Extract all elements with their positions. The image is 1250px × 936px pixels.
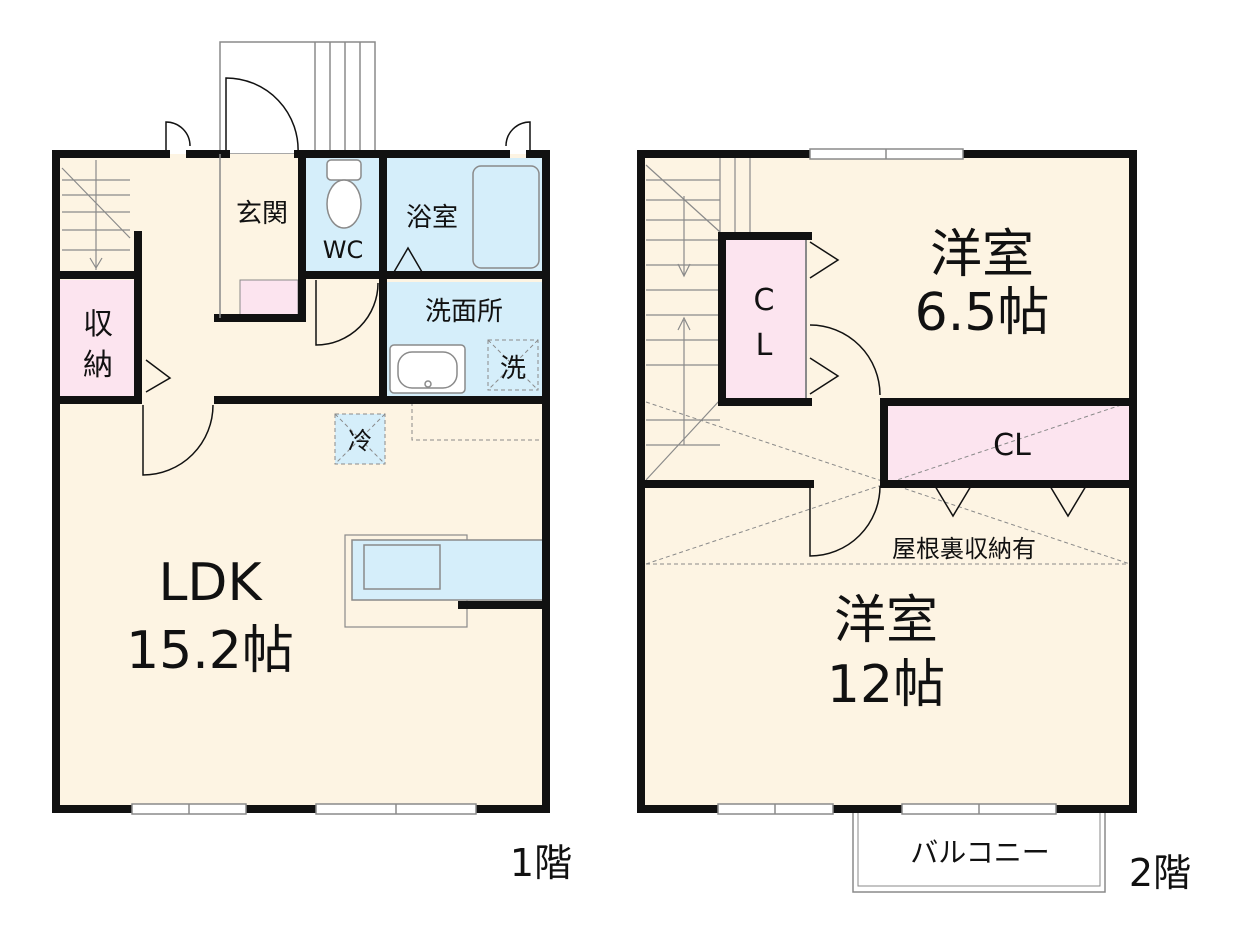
label-fridge: 冷: [348, 427, 372, 455]
floor-1: 玄関 WC 浴室 洗面所 収 納 洗 冷 LDK 15.2帖 1階: [52, 41, 572, 885]
label-room-b-size: 12帖: [827, 655, 945, 715]
label-balcony: バルコニー: [910, 836, 1049, 869]
closet-v-floor: [726, 240, 806, 398]
label-closet-v-1: C: [754, 283, 775, 318]
toilet: [326, 159, 362, 229]
label-room-a-name: 洋室: [930, 225, 1034, 285]
label-ldk-name: LDK: [158, 553, 263, 613]
label-room-b-name: 洋室: [834, 591, 938, 651]
floor2-title: 2階: [1129, 851, 1191, 895]
label-washer: 洗: [500, 354, 526, 384]
balcony: [852, 811, 1106, 893]
windows-1f: [131, 803, 477, 815]
label-ldk-size: 15.2帖: [126, 621, 294, 681]
label-storage-1: 収: [83, 307, 113, 342]
bathtub: [472, 165, 540, 269]
kitchen-counter: [344, 534, 547, 628]
label-wc: WC: [323, 236, 364, 264]
windows-2f: [717, 148, 1057, 815]
staircase-2f: [645, 158, 751, 481]
doors-2f: [809, 241, 1087, 557]
label-genkan: 玄関: [236, 199, 288, 229]
fridge-spot: [334, 413, 386, 465]
wash-basin: [389, 344, 466, 394]
floor-2: 洋室 6.5帖 C L CL 屋根裏収納有 洋室 12帖 バルコニー 2階: [637, 148, 1191, 895]
label-bath: 浴室: [406, 203, 458, 233]
staircase-1f: [61, 160, 131, 270]
label-closet-v-2: L: [756, 328, 773, 363]
kitchen-dash: [411, 402, 542, 441]
label-attic: 屋根裏収納有: [892, 535, 1036, 563]
label-room-a-size: 6.5帖: [915, 283, 1050, 343]
washer-spot: [487, 339, 539, 391]
label-washroom: 洗面所: [425, 297, 503, 327]
label-closet-h: CL: [993, 428, 1031, 463]
label-storage-2: 納: [83, 348, 113, 383]
floor1-title: 1階: [510, 841, 572, 885]
closet-h-floor: [888, 404, 1130, 480]
doors-1f: [142, 77, 531, 476]
genkan-step: [239, 279, 299, 316]
storage-floor: [60, 280, 136, 398]
